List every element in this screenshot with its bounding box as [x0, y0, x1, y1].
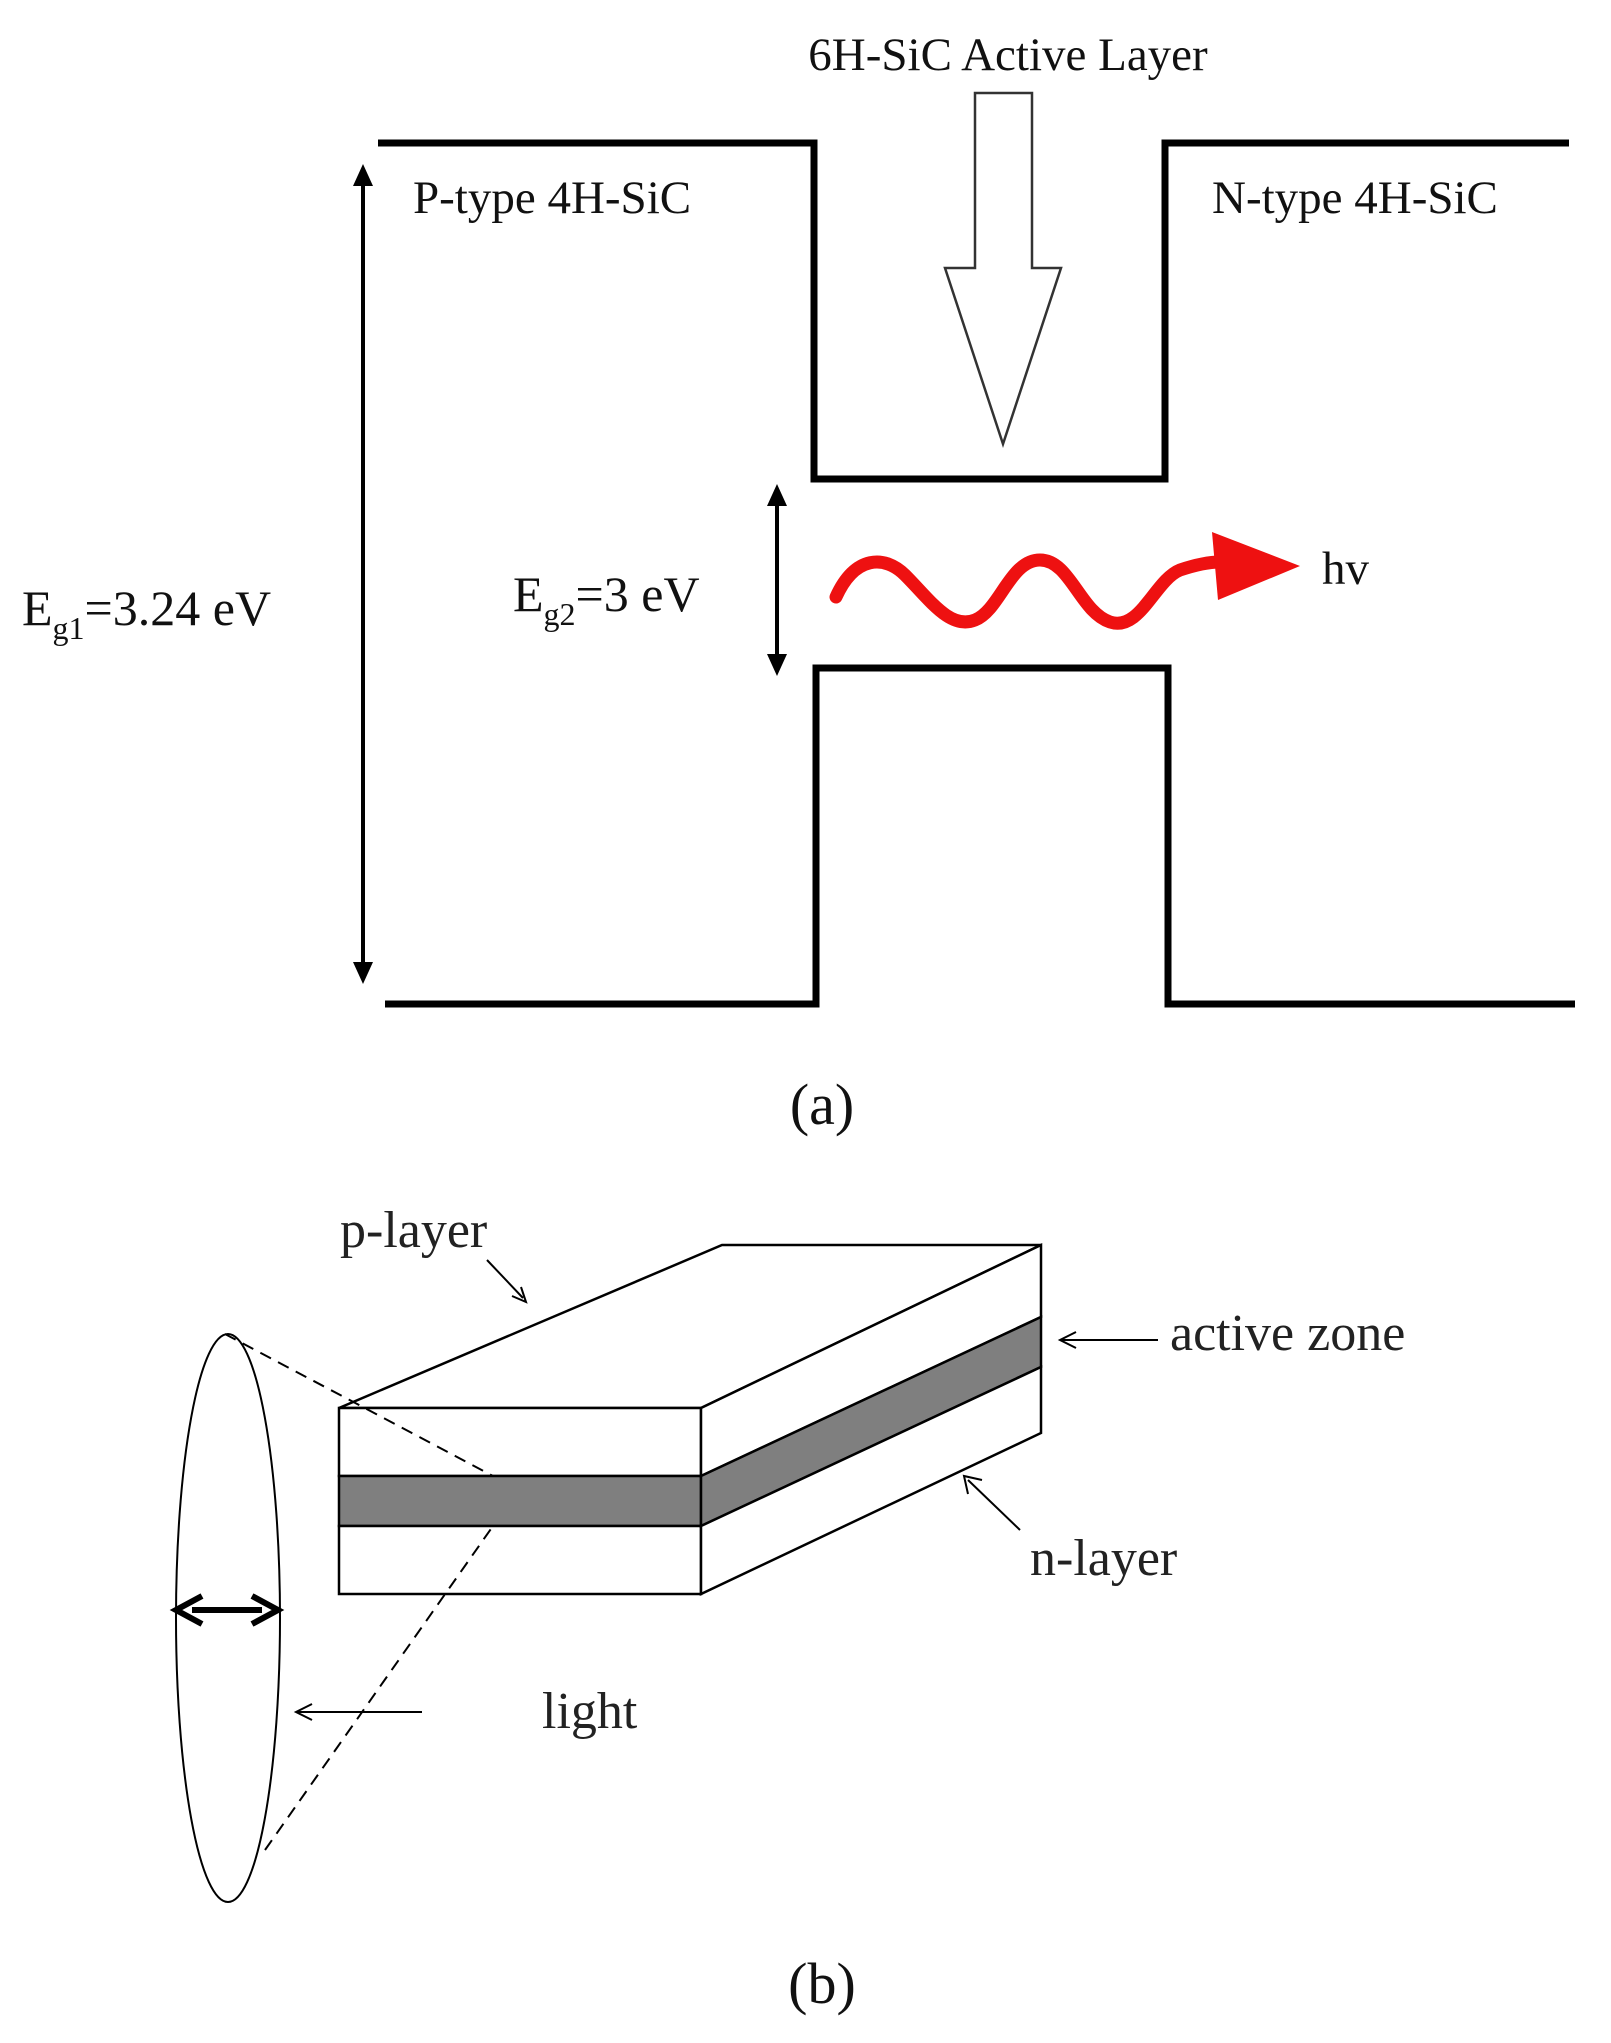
front-n-layer — [337, 1524, 703, 1596]
beam-dash-bottom — [264, 1525, 494, 1851]
eg1-subscript: g1 — [53, 610, 85, 646]
eg1-label: Eg1=3.24 eV — [22, 580, 271, 646]
eg1-double-arrow — [353, 164, 373, 984]
eg1-symbol: E — [22, 580, 53, 636]
laser-structure: p-layer active zone n-layer light — [169, 1202, 1405, 1903]
n-type-label: N-type 4H-SiC — [1212, 172, 1498, 224]
valence-band-edge — [385, 664, 1575, 1008]
photon-wave — [829, 553, 1227, 630]
n-layer-pointer — [962, 1474, 1021, 1531]
side-n-layer — [699, 1365, 1043, 1596]
light-label: light — [542, 1683, 638, 1740]
active-zone-label: active zone — [1170, 1305, 1405, 1362]
active-layer-label: 6H-SiC Active Layer — [808, 29, 1208, 81]
panel-a-label: (a) — [790, 1072, 854, 1137]
eg2-label: Eg2=3 eV — [513, 566, 700, 632]
eg2-value: =3 eV — [576, 566, 700, 622]
eg2-subscript: g2 — [544, 596, 576, 632]
panel-b-label: (b) — [788, 1951, 856, 2016]
band-diagram: 6H-SiC Active Layer P-type 4H-SiC N-type… — [22, 29, 1575, 1008]
eg2-double-arrow — [767, 484, 787, 676]
p-layer-label: p-layer — [340, 1202, 487, 1259]
beam-dash-top — [224, 1333, 494, 1477]
eg2-symbol: E — [513, 566, 544, 622]
front-p-layer — [337, 1406, 703, 1478]
active-layer-pointer-arrow — [943, 91, 1063, 448]
photon-arrowhead — [1212, 532, 1300, 600]
p-layer-pointer — [486, 1259, 528, 1304]
front-active-zone — [337, 1474, 703, 1528]
light-beam-ellipse — [175, 1333, 281, 1903]
eg1-value: =3.24 eV — [85, 580, 272, 636]
light-pointer — [293, 1703, 422, 1721]
p-type-label: P-type 4H-SiC — [413, 172, 691, 224]
conduction-band-edge — [378, 139, 1569, 483]
active-zone-pointer — [1057, 1331, 1158, 1349]
photon-label: hv — [1322, 543, 1370, 595]
beam-width-arrow — [169, 1593, 285, 1627]
n-layer-label: n-layer — [1030, 1530, 1177, 1587]
